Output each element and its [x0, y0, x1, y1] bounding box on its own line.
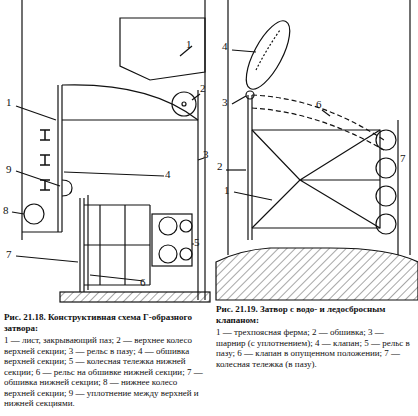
callout-number: 6: [140, 276, 146, 288]
callout-number: 8: [3, 204, 9, 216]
callout-number: 7: [400, 152, 406, 164]
caption-heading: Рис. 21.18. Конструктивная схема Г-образ…: [4, 312, 208, 333]
callout-number: 3: [222, 96, 228, 108]
caption-legend: 1 — лист, закрывающий паз; 2 — верхнее к…: [4, 335, 208, 409]
callout-number: 4: [222, 40, 228, 52]
callout-number: 4: [165, 168, 171, 180]
callout-number: 7: [6, 248, 12, 260]
caption-heading: Рис. 21.19. Затвор с водо- и ледосбросны…: [216, 304, 414, 325]
caption-legend: 1 — трехпоясная ферма; 2 — обшивка; 3 — …: [216, 327, 414, 369]
callout-number: 9: [6, 163, 12, 175]
callout-number: 2: [217, 160, 223, 172]
callout-number: 2: [200, 82, 206, 94]
callout-number: 5: [194, 236, 200, 248]
callout-number: 1: [224, 184, 230, 196]
callout-number: 6: [316, 98, 322, 110]
callout-number: 1: [6, 96, 12, 108]
callout-number: 1: [186, 38, 192, 50]
callout-number: 3: [203, 148, 209, 160]
